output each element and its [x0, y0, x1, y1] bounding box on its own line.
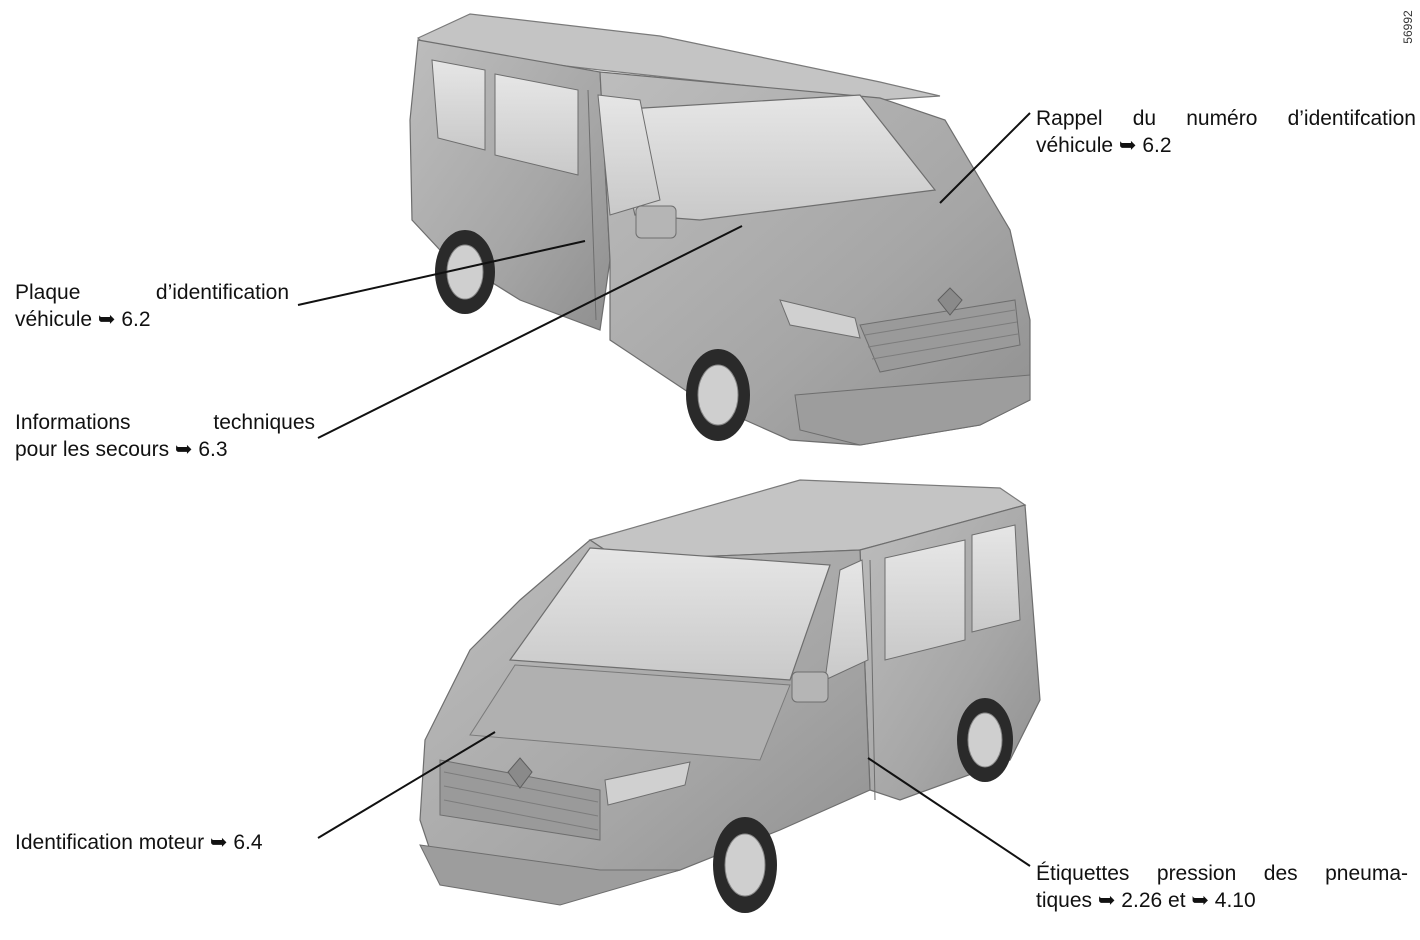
van-top-mirror — [635, 205, 677, 239]
van-bottom-windscreen — [508, 547, 831, 681]
van-top-logo — [937, 287, 963, 316]
leader-line-etiquettes — [867, 757, 1031, 867]
van-bottom-window-rear — [971, 524, 1021, 633]
van-bottom-window-mid — [884, 539, 966, 661]
van-top-headlight — [779, 299, 861, 339]
callout-etiquettes-line1: Étiquettes pression des pneuma- — [1036, 862, 1408, 885]
figure-reference-number: 56992 — [1401, 10, 1415, 44]
van-bottom — [419, 479, 1041, 913]
callout-identification-moteur: Identification moteur ➥ 6.4 — [15, 829, 315, 856]
leader-line-plaque — [297, 240, 586, 306]
callout-plaque-identification: Plaque d’identification véhicule ➥ 6.2 — [15, 279, 289, 333]
van-bottom-headlight — [604, 761, 691, 806]
callout-infos-line2: pour les secours ➥ 6.3 — [15, 438, 228, 461]
callout-rappel-numero: Rappel du numéro d’identifcation véhicul… — [1036, 105, 1416, 159]
callout-etiquettes-pression: Étiquettes pression des pneuma- tiques ➥… — [1036, 860, 1408, 914]
van-bottom-mirror — [791, 671, 829, 703]
callout-rappel-line2: véhicule ➥ 6.2 — [1036, 134, 1172, 157]
callout-infos-line1: Informations techniques — [15, 411, 315, 434]
van-top-window-door — [597, 94, 661, 216]
van-top — [409, 13, 1031, 446]
van-bottom-window-door — [824, 559, 869, 681]
callout-plaque-line2: véhicule ➥ 6.2 — [15, 308, 151, 331]
van-bottom-logo — [507, 757, 533, 789]
callout-moteur-line1: Identification moteur ➥ 6.4 — [15, 831, 263, 854]
van-top-window-rear — [431, 59, 486, 151]
callout-etiquettes-line2: tiques ➥ 2.26 et ➥ 4.10 — [1036, 889, 1256, 912]
callout-informations-secours: Informations techniques pour les secours… — [15, 409, 315, 463]
van-top-window-mid — [494, 73, 579, 176]
leader-line-rappel — [939, 112, 1031, 204]
callout-plaque-line1: Plaque d’identification — [15, 281, 289, 304]
van-bottom-grille — [439, 759, 601, 841]
leader-line-infos — [317, 225, 743, 439]
callout-rappel-line1: Rappel du numéro d’identifcation — [1036, 107, 1416, 130]
leader-line-moteur — [317, 731, 496, 839]
